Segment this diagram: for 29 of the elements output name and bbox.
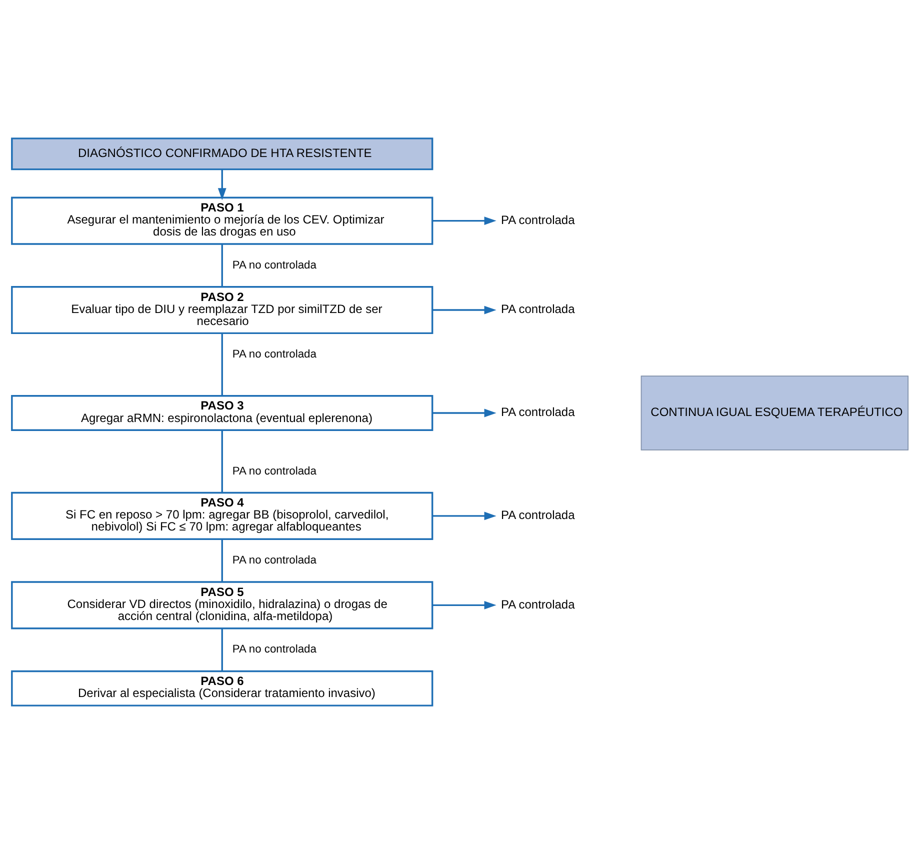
arrow xyxy=(432,408,496,417)
node-box: CONTINUA IGUAL ESQUEMA TERAPÉUTICO xyxy=(640,375,909,450)
node-text: PA controlada xyxy=(500,404,575,419)
connector xyxy=(221,538,223,582)
node-text: PA controlada xyxy=(500,508,575,522)
edge-label: PA no controlada xyxy=(232,464,316,477)
node-text: PA controlada xyxy=(500,212,575,226)
arrow xyxy=(432,305,496,314)
edge-label: PA no controlada xyxy=(232,554,316,566)
edge-label: PA no controlada xyxy=(232,348,316,360)
node-box: PASO 5 Considerar VD directos (minoxidilo, hidralazina) o drogas de acción central (clonidina, alfa-metildopa) xyxy=(11,580,434,629)
arrow xyxy=(432,600,496,609)
edge-label: PA no controlada xyxy=(232,643,316,656)
edge-label: PA no controlada xyxy=(232,258,316,271)
node-box: PASO 4 Si FC en reposo > 70 lpm: agregar BB (bisoprolol, carvedilol, nebivolol) Si FC ≤ 70 lpm: agregar alfabloqueantes xyxy=(11,491,434,540)
node-box: DIAGNÓSTICO CONFIRMADO DE HTA RESISTENTE xyxy=(11,137,434,170)
node-box: PASO 2 Evaluar tipo de DIU y reemplazar TZD por similTZD de ser necesario xyxy=(11,286,434,334)
connector xyxy=(221,243,223,286)
node-text: PA controlada xyxy=(500,302,575,316)
node-text: PA controlada xyxy=(500,596,575,611)
arrow xyxy=(432,511,496,520)
connector xyxy=(221,628,223,671)
node-box: PASO 6 Derivar al especialista (Considerar tratamiento invasivo) xyxy=(11,670,434,706)
connector xyxy=(221,430,223,492)
node-box: PASO 3 Agregar aRMN: espironolactona (eventual eplerenona) xyxy=(11,394,434,430)
arrow xyxy=(218,169,226,200)
arrow xyxy=(432,216,496,225)
connector xyxy=(221,332,223,396)
node-box: PASO 1 Asegurar el mantenimiento o mejoría de los CEV. Optimizar dosis de las drogas en uso xyxy=(11,196,434,244)
